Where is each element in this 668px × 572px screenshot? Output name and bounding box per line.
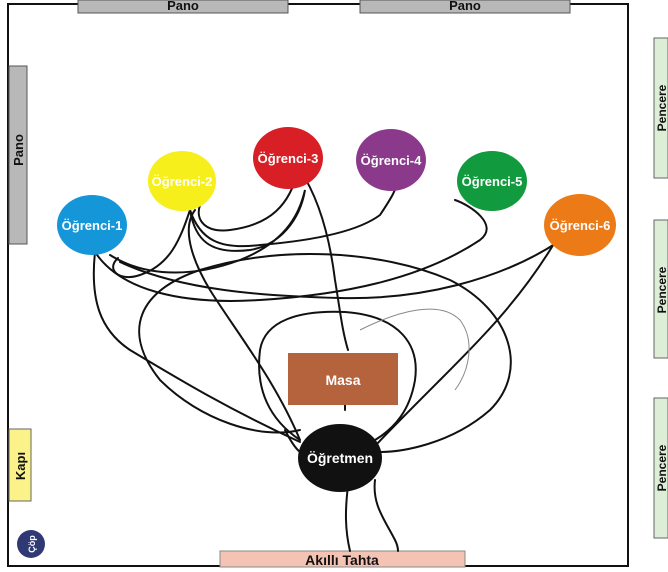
student-2: Öğrenci-2 xyxy=(148,151,216,211)
student-5-label: Öğrenci-5 xyxy=(462,174,523,189)
student-6: Öğrenci-6 xyxy=(544,194,616,256)
path-1 xyxy=(138,253,512,453)
path-7 xyxy=(299,169,349,351)
student-2-label: Öğrenci-2 xyxy=(152,174,213,189)
path-5 xyxy=(189,179,398,248)
path-4 xyxy=(109,189,306,274)
path-11 xyxy=(258,310,417,441)
smartboard-label: Akıllı Tahta xyxy=(305,552,379,568)
path-6 xyxy=(112,209,191,278)
path-3 xyxy=(94,199,488,302)
student-1: Öğrenci-1 xyxy=(57,195,127,255)
path-10 xyxy=(119,241,559,300)
board-left-label: Pano xyxy=(11,134,26,166)
window-2-label: Pencere xyxy=(655,266,668,313)
desk-label: Masa xyxy=(325,372,360,388)
smartboard: Akıllı Tahta xyxy=(219,550,466,568)
path-12 xyxy=(187,209,301,441)
path-8 xyxy=(197,169,299,232)
student-3-label: Öğrenci-3 xyxy=(258,151,319,166)
window-1: Pencere xyxy=(653,37,668,179)
board-left: Pano xyxy=(8,65,28,245)
board-top-left: Pano xyxy=(77,0,289,14)
door: Kapı xyxy=(8,428,32,502)
door-label: Kapı xyxy=(13,452,28,480)
window-2: Pencere xyxy=(653,219,668,359)
window-3: Pencere xyxy=(653,397,668,539)
student-4-label: Öğrenci-4 xyxy=(361,153,422,168)
board-top-left-label: Pano xyxy=(167,0,199,13)
teacher-label: Öğretmen xyxy=(307,450,373,466)
path-14 xyxy=(344,485,351,552)
student-4: Öğrenci-4 xyxy=(356,129,426,191)
trash-label: Çöp xyxy=(27,535,37,553)
student-5: Öğrenci-5 xyxy=(457,151,527,211)
desk: Masa xyxy=(288,353,398,405)
teacher: Öğretmen xyxy=(298,424,382,492)
path-15 xyxy=(373,479,399,552)
student-6-label: Öğrenci-6 xyxy=(550,218,611,233)
teacher-movement-path-thin xyxy=(359,308,470,391)
student-3: Öğrenci-3 xyxy=(253,127,323,189)
board-top-right: Pano xyxy=(359,0,571,14)
path-2 xyxy=(92,251,301,443)
trash-can: Çöp xyxy=(17,530,45,558)
board-top-right-label: Pano xyxy=(449,0,481,13)
student-1-label: Öğrenci-1 xyxy=(62,218,123,233)
window-3-label: Pencere xyxy=(655,444,668,491)
path-16 xyxy=(284,429,301,453)
window-1-label: Pencere xyxy=(655,84,668,131)
path-9 xyxy=(374,241,556,447)
